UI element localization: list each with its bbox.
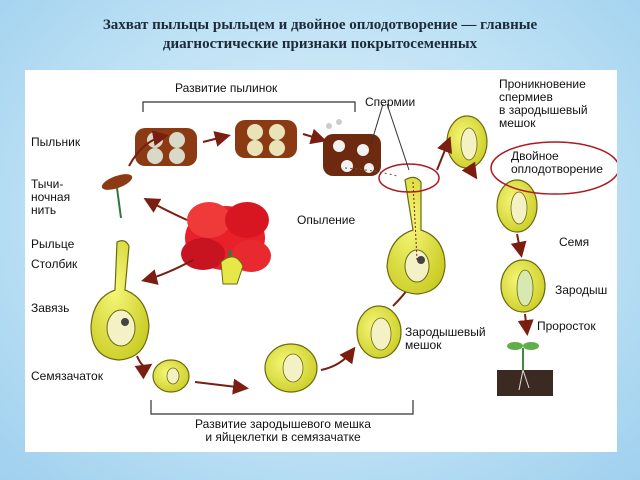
pollination-circle: [378, 163, 440, 193]
title-line-1: Захват пыльцы рыльцем и двойное оплодотв…: [102, 17, 538, 33]
label-ovary: Завязь: [31, 301, 70, 315]
label-pollination: Опыление: [297, 213, 356, 227]
label-penetration-4: мешок: [499, 116, 536, 130]
flower-image: [181, 202, 271, 285]
sac-bracket: [150, 400, 414, 415]
label-ovule: Семязачаток: [31, 369, 103, 383]
label-penetration-3: в зародышевый: [499, 103, 588, 117]
label-penetration: Проникновение спермиев в зародышевый меш…: [499, 78, 588, 130]
seed-image: [500, 259, 546, 313]
ovule-developing: [264, 343, 318, 393]
ovule-fertilized: [496, 179, 538, 233]
title-line-2: диагностические признаки покрытосеменных: [162, 36, 478, 52]
label-sac-development-1: Развитие зародышевого мешка: [195, 417, 371, 431]
anther-section-1: [135, 128, 197, 166]
label-double-fertilization: Двойное оплодотворение: [511, 150, 603, 176]
label-style: Столбик: [31, 257, 78, 271]
label-double-fert-2: оплодотворение: [511, 162, 603, 176]
label-filament-2: ночная: [31, 190, 71, 204]
anther-section-3: [323, 119, 381, 176]
slide-title: Захват пыльцы рыльцем и двойное оплодотв…: [40, 16, 600, 54]
stamen-filament: [116, 187, 122, 219]
label-embryo-sac-1: Зародышевый: [405, 325, 486, 339]
label-penetration-1: Проникновение: [499, 77, 586, 91]
label-seed: Семя: [559, 235, 590, 249]
label-sac-development-2: и яйцеклетки в семязачатке: [205, 430, 361, 444]
label-sac-development: Развитие зародышевого мешка и яйцеклетки…: [155, 418, 411, 444]
anther-bracket: [142, 101, 356, 112]
double-fertilization-circle: [490, 141, 617, 195]
pistil-pollinated: [386, 176, 446, 295]
label-anther: Пыльник: [31, 135, 81, 149]
label-double-fert-1: Двойное: [511, 149, 559, 163]
label-embryo-sac-2: мешок: [405, 338, 442, 352]
label-filament-1: Тычи-: [31, 177, 64, 191]
label-anther-development: Развитие пылинок: [175, 81, 278, 95]
label-filament: Тычи- ночная нить: [31, 178, 70, 217]
lifecycle-diagram: [90, 101, 617, 415]
stamen-anther: [101, 174, 133, 190]
label-embryo: Зародыш: [555, 283, 608, 297]
label-stigma: Рыльце: [31, 237, 75, 251]
label-sperm: Спермии: [365, 95, 416, 109]
pistil-left: [90, 240, 150, 361]
label-penetration-2: спермиев: [499, 90, 553, 104]
label-embryo-sac: Зародышевый мешок: [405, 326, 486, 352]
label-filament-3: нить: [31, 203, 57, 217]
ovule-image: [152, 359, 190, 393]
diagram-panel: Развитие пылинок Спермии Проникновение с…: [25, 70, 617, 452]
label-sprout: Проросток: [537, 319, 596, 333]
sprout-image: [497, 342, 553, 396]
embryo-sac-image: [356, 305, 402, 359]
anther-section-2: [235, 120, 297, 158]
ovule-penetration: [446, 115, 488, 169]
